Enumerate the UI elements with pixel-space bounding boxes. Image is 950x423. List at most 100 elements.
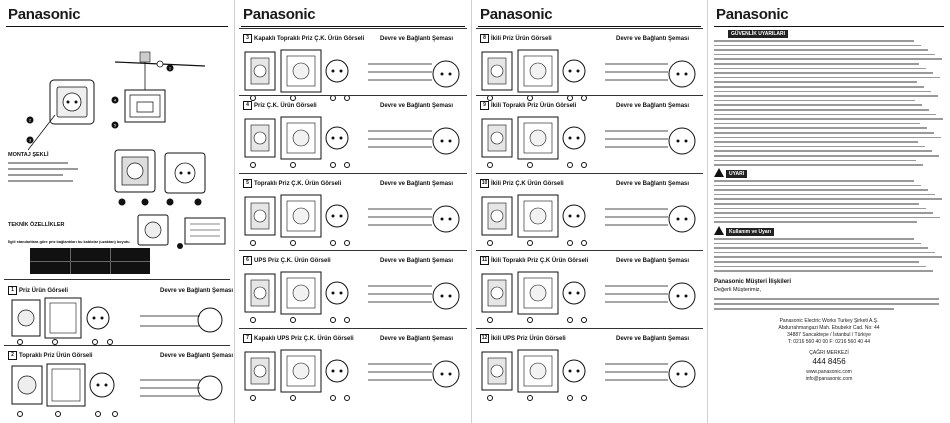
website-link[interactable]: www.panasonic.com [806,369,852,375]
section-diagram-label: Devre ve Bağlantı Şeması [616,36,690,42]
customer-relations-title: Panasonic Müşteri İlişkileri [714,279,792,285]
section-number: 5 [243,179,252,188]
text-line [714,40,914,42]
section-title-text: İkili Priz Ç.K Ürün Görseli [491,181,564,188]
section-title-text: Priz Ç.K. Ürün Görseli [254,103,317,110]
montaj-heading: MONTAJ ŞEKLİ [8,152,49,158]
section-divider [239,250,467,251]
header-rule [241,26,465,27]
email-link[interactable]: info@panasonic.com [805,376,853,382]
svg-text:5: 5 [114,123,117,128]
section-title-text: Kapaklı UPS Priz Ç.K. Ürün Görseli [254,336,354,343]
text-line [8,180,73,182]
section-number: 7 [243,334,252,343]
section-diagram-label: Devre ve Bağlantı Şeması [380,181,454,187]
text-line [714,67,926,70]
svg-text:4: 4 [114,98,117,103]
section-diagram-label: Devre ve Bağlantı Şeması [380,258,454,264]
text-line [714,164,923,166]
section-diagram-label: Devre ve Bağlantı Şeması [380,336,454,342]
text-line [714,303,939,305]
panel-warnings: Panasonic GÜVENLİK UYARILARI UYARI Kulla… [708,0,950,423]
section-divider [476,328,703,329]
text-line [714,81,917,83]
header-rule [6,26,228,27]
svg-text:2: 2 [29,118,32,123]
text-line [714,132,934,134]
section-divider [239,95,467,96]
text-line [714,251,935,254]
text-line [714,261,919,263]
text-line [714,136,941,139]
section-divider [476,95,703,96]
header-rule [478,26,701,27]
section-number: 3 [243,34,252,43]
section-diagram-label: Devre ve Bağlantı Şeması [616,181,690,187]
text-line [714,189,928,191]
brand-logo: Panasonic [480,6,553,23]
text-line [714,53,935,56]
panel-installation: Panasonic 2 3 4 5 1 MONTAJ ŞEKLİ [0,0,235,423]
text-line [714,95,938,97]
section-number: 9 [480,101,489,110]
text-line [714,49,928,51]
company-name: Panasonic Electric Works Turkey Şirketi … [779,318,879,324]
section-number: 12 [480,334,489,343]
text-line [714,155,939,157]
section-title-text: İkili UPS Priz Ürün Görseli [491,336,566,343]
section-divider [239,173,467,174]
text-line [714,145,925,148]
text-line [714,212,933,214]
text-line [714,109,929,111]
section-diagram-label: Devre ve Bağlantı Şeması [380,103,454,109]
text-line [714,122,920,125]
header-rule [714,26,944,27]
section-title-text: İkili Topraklı Priz Ç.K Ürün Görseli [491,258,589,265]
section-product-drawing [481,194,696,246]
text-line [714,216,940,219]
brand-logo: Panasonic [716,6,789,23]
company-address: Abdurrahmangazi Mah. Ebubekir Cad. No: 4… [778,325,880,331]
warning-badge: UYARI [726,170,748,178]
section-number: 10 [480,179,489,188]
section-product-drawing [481,271,696,323]
text-line [714,44,921,47]
spec-table [30,248,150,274]
section-title-text: İkili Topraklı Priz Ürün Görseli [491,103,577,110]
text-line [714,104,922,106]
section-product-drawing [244,49,460,101]
section-number: 2 [8,351,17,360]
teknik-heading: TEKNİK ÖZELLİKLER [8,222,65,228]
section-2-diagram-label: Devre ve Bağlantı Şeması [160,353,234,359]
section-number: 4 [243,101,252,110]
text-line [714,99,915,102]
text-line [714,308,894,310]
brand-logo: Panasonic [8,6,81,23]
section-divider [476,250,703,251]
section-product-drawing [481,349,696,401]
section-diagram-label: Devre ve Bağlantı Şeması [616,258,690,264]
customer-greeting: Değerli Müşterimiz, [714,287,762,293]
section-product-drawing [244,349,460,401]
text-line [714,63,919,65]
section-number: 8 [480,34,489,43]
text-line [8,174,63,176]
usage-warning-badge: Kullanım ve Uyarı [726,228,774,236]
text-line [714,256,942,258]
text-line [714,72,933,74]
text-line [714,150,932,152]
text-line [8,162,68,164]
section-title-text: İkili Priz Ürün Görseli [491,36,552,43]
text-line [714,159,916,162]
text-line [714,265,926,268]
text-line [714,247,928,249]
